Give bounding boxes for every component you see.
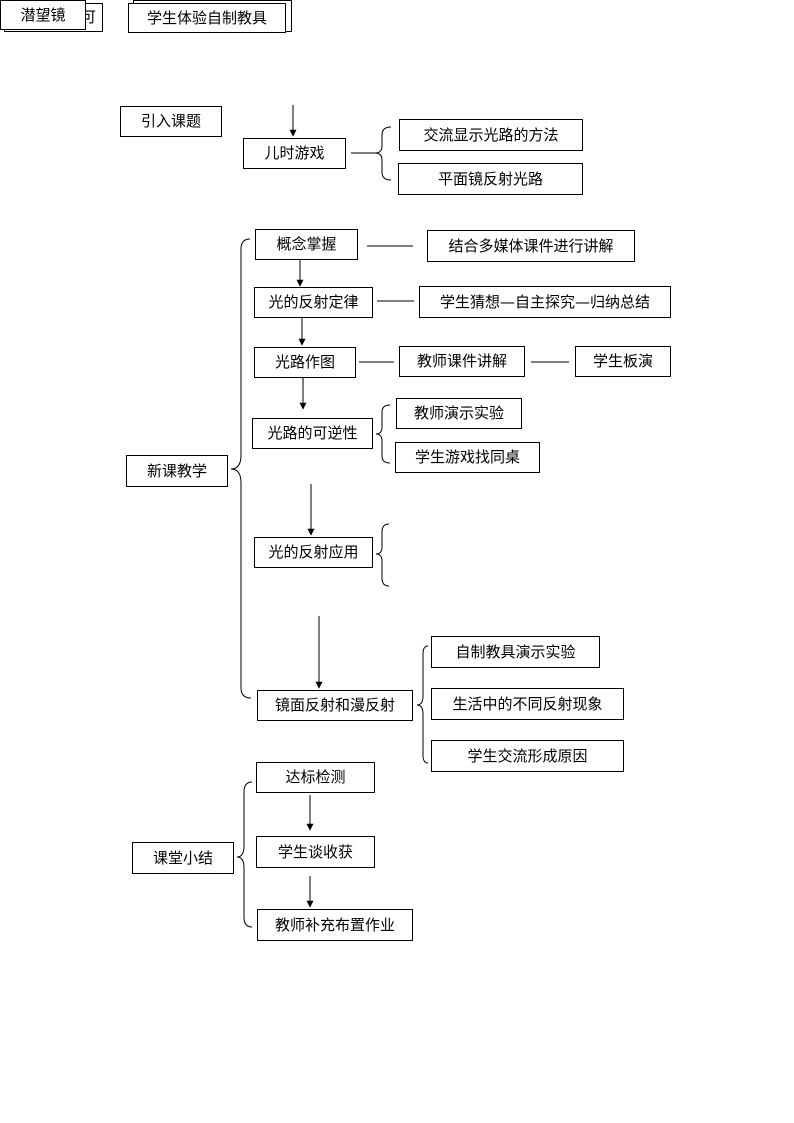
mirror-note-demo: 自制教具演示实验 <box>431 636 600 668</box>
concept-node: 概念掌握 <box>255 229 358 260</box>
exchange-light-path-node: 交流显示光路的方法 <box>399 119 583 151</box>
header-secondary-box[interactable]: 学生体验自制教具 <box>128 3 286 33</box>
harvest-node: 学生谈收获 <box>256 836 375 868</box>
reversibility-note-game: 学生游戏找同桌 <box>395 442 540 473</box>
plane-mirror-node: 平面镜反射光路 <box>398 163 583 195</box>
ray-note-student: 学生板演 <box>575 346 671 377</box>
mirror-note-life: 生活中的不同反射现象 <box>431 688 624 720</box>
summary-label: 课堂小结 <box>132 842 234 874</box>
header-secondary-label: 学生体验自制教具 <box>146 8 267 27</box>
reversibility-node: 光路的可逆性 <box>252 418 373 449</box>
childhood-game-node: 儿时游戏 <box>243 138 346 169</box>
ray-diagram-node: 光路作图 <box>254 347 356 378</box>
reversibility-note-demo: 教师演示实验 <box>396 398 522 429</box>
concept-note: 结合多媒体课件进行讲解 <box>427 230 635 262</box>
header-tab-label: 潜望镜 <box>20 5 66 24</box>
mirror-note-exchange: 学生交流形成原因 <box>431 740 624 772</box>
header-tab-periscope[interactable]: 潜望镜 <box>0 0 86 30</box>
reflection-law-note: 学生猜想—自主探究—归纳总结 <box>419 286 671 318</box>
intro-label: 引入课题 <box>120 106 222 137</box>
new-lesson-label: 新课教学 <box>126 455 228 487</box>
application-node: 光的反射应用 <box>254 537 373 568</box>
reflection-law-node: 光的反射定律 <box>254 287 373 318</box>
ray-note-teacher: 教师课件讲解 <box>399 346 525 377</box>
mirror-diffuse-node: 镜面反射和漫反射 <box>257 690 413 721</box>
homework-node: 教师补充布置作业 <box>257 909 413 941</box>
test-node: 达标检测 <box>256 762 375 793</box>
